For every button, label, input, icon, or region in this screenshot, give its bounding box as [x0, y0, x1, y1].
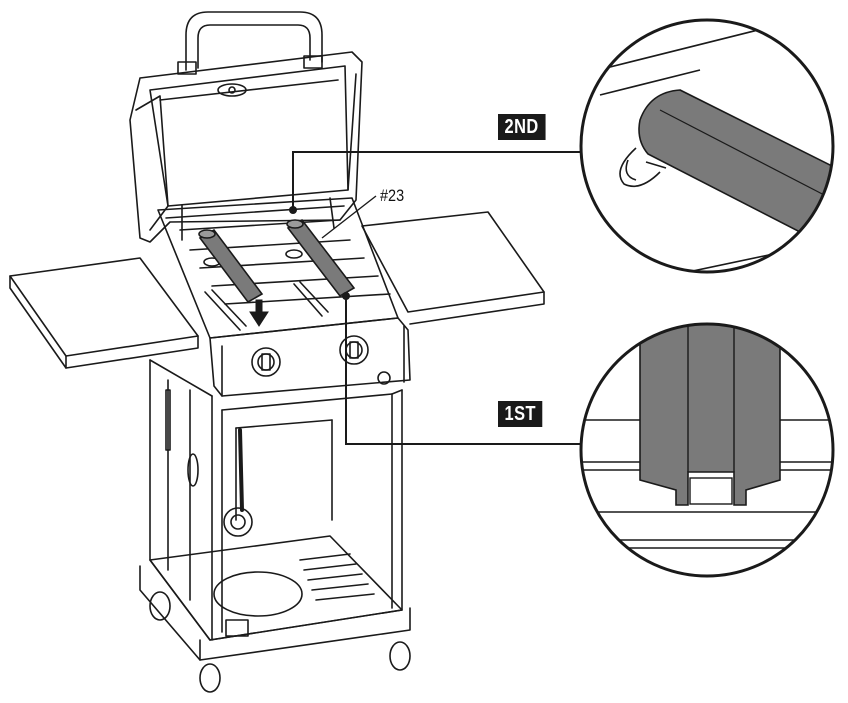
- leader-line-2nd: [292, 151, 582, 210]
- detail-view-1st: [581, 324, 833, 576]
- left-side-shelf: [9, 257, 199, 357]
- burner-right: [286, 218, 356, 298]
- step-tag-1st: 1ST: [498, 401, 543, 427]
- step-tag-2nd: 2ND: [498, 114, 546, 140]
- burner-left: [198, 228, 264, 304]
- control-knob-right: [339, 335, 369, 365]
- cart-frame: [149, 359, 403, 641]
- bottom-shelf: [149, 535, 403, 641]
- detail-view-2nd: [581, 20, 833, 272]
- gas-regulator: [223, 507, 253, 537]
- grill-lid: [129, 51, 363, 243]
- control-panel: [209, 317, 411, 397]
- leader-line-part: [321, 195, 377, 239]
- igniter-button: [377, 371, 391, 385]
- leader-line-1st: [345, 296, 580, 445]
- control-knob-left: [251, 347, 281, 377]
- tank-cutout: [213, 571, 303, 617]
- part-number-label: #23: [380, 186, 405, 205]
- caster-front-left: [199, 663, 221, 693]
- firebox: [157, 197, 399, 339]
- insert-arrow: [249, 299, 269, 327]
- lid-handle: [185, 11, 323, 71]
